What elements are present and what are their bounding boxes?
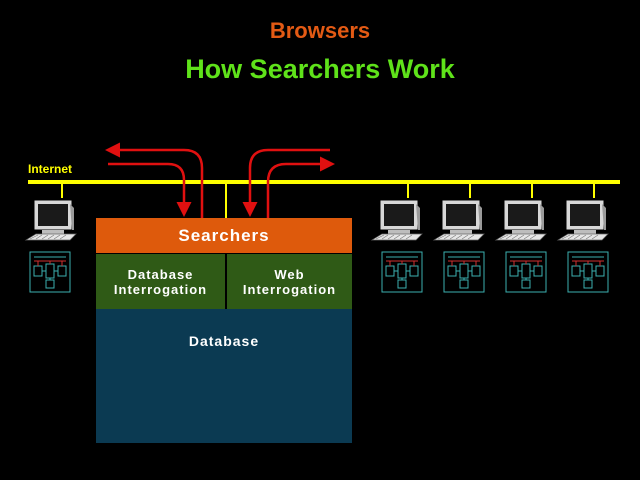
supertitle: Browsers bbox=[269, 18, 371, 43]
computer-icon bbox=[371, 199, 423, 241]
request-arrows bbox=[105, 142, 335, 218]
block-diagram-icon bbox=[443, 251, 485, 293]
computer-icon bbox=[495, 199, 547, 241]
internet-label: Internet bbox=[28, 162, 73, 176]
computer-icon bbox=[433, 199, 485, 241]
page-title: How Searchers Work bbox=[185, 54, 455, 84]
database-interrogation-block: Database Interrogation bbox=[96, 254, 225, 309]
web-interrogation-label: Web Interrogation bbox=[242, 266, 337, 297]
searchers-block: Searchers bbox=[96, 218, 352, 253]
arrow-out-right bbox=[266, 156, 335, 218]
block-diagram-icon bbox=[567, 251, 609, 293]
database-block: Database bbox=[96, 309, 352, 443]
arrow-out-left bbox=[105, 142, 204, 218]
computer-icon bbox=[557, 199, 609, 241]
arrow-in-left bbox=[108, 162, 192, 217]
searchers-label: Searchers bbox=[178, 225, 270, 245]
arrow-in-right bbox=[242, 148, 330, 217]
computer-icon bbox=[25, 199, 77, 241]
database-interrogation-label: Database Interrogation bbox=[113, 266, 208, 297]
database-label: Database bbox=[188, 333, 260, 349]
block-diagram-icon bbox=[29, 251, 71, 293]
block-diagram-icon bbox=[505, 251, 547, 293]
web-interrogation-block: Web Interrogation bbox=[227, 254, 352, 309]
block-diagram-icon bbox=[381, 251, 423, 293]
bus-drops bbox=[61, 182, 595, 218]
